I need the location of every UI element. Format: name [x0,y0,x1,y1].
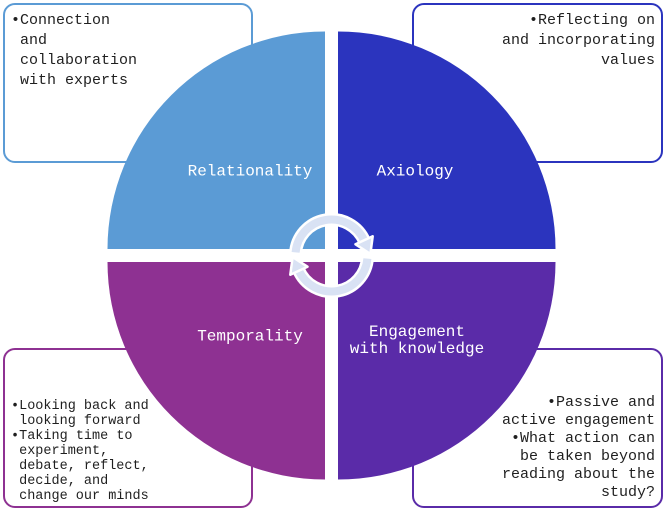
bullet-item: •Taking time to experiment, debate, refl… [11,429,149,504]
cycle-arrows-icon [289,212,374,299]
bullet-text: Taking time to experiment, debate, refle… [19,429,149,504]
bullet-marker: • [11,429,20,444]
callout-engagement-with-knowledge: •Passive and active engagement •What act… [412,348,663,508]
cycle-arrow-top [291,215,368,253]
bullet-marker: • [510,430,520,447]
bullet-marker: • [11,399,20,414]
callout-text-block: •Connection and collaboration with exper… [11,11,146,91]
quadrant-relationality-slice [107,31,325,249]
callout-text-block: •Looking back and looking forward •Takin… [11,399,149,504]
bullet-marker: • [528,12,538,29]
cycle-arrow-bottom-head [289,255,309,276]
bullet-item: •Connection and collaboration with exper… [11,11,146,91]
quadrant-label-relationality: Relationality [187,162,313,181]
cycle-arrow-bottom [295,258,372,296]
bullet-text: What action can be taken beyond reading … [501,430,655,501]
bullet-text: Passive and active engagement [501,394,655,429]
quadrant-temporality-slice [107,262,325,480]
bullet-marker: • [546,394,556,411]
bullet-item: •Passive and active engagement [493,394,655,430]
callout-axiology: •Reflecting on and incorporating values [412,3,663,163]
quadrant-label-temporality: Temporality [197,327,303,346]
bullet-item: •What action can be taken beyond reading… [493,430,655,502]
bullet-item: •Reflecting on and incorporating values [493,11,655,71]
callout-text-block: •Reflecting on and incorporating values [493,11,655,71]
bullet-text: Looking back and looking forward [19,399,149,429]
bullet-item: •Looking back and looking forward [11,399,149,429]
bullet-text: Connection and collaboration with expert… [20,12,138,89]
cycle-arrow-top-head [354,235,374,256]
bullet-marker: • [11,12,21,29]
quadrant-axiology-slice [338,31,556,249]
callout-text-block: •Passive and active engagement •What act… [493,394,655,502]
label-line: Engagement [368,323,466,341]
callout-temporality: •Looking back and looking forward •Takin… [3,348,253,508]
bullet-text: Reflecting on and incorporating values [501,12,655,69]
quadrant-label-engagement-with-knowledge: Engagement with knowledge [350,324,484,358]
label-line: with knowledge [349,340,485,358]
quadrant-label-axiology: Axiology [376,162,454,181]
quadrant-engagement-slice [338,262,556,480]
